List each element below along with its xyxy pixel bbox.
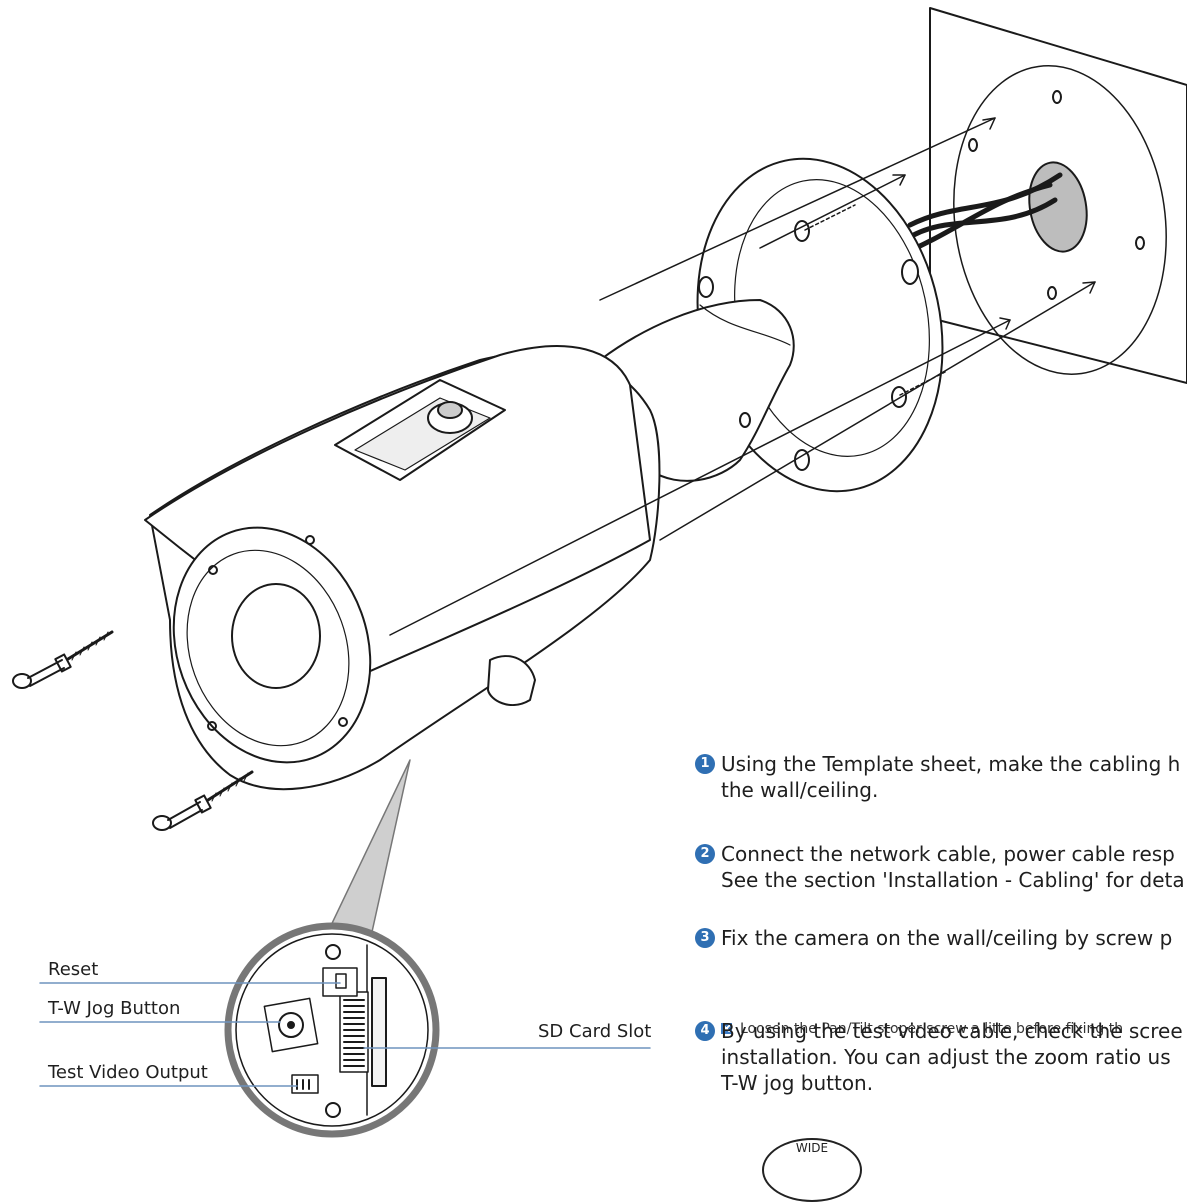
step-3: 3 Fix the camera on the wall/ceiling by … [695,925,1187,951]
wide-zoom-badge: WIDE [762,1138,862,1202]
step-4: 4 By using the test video cable, check t… [695,1018,1187,1096]
step-3-line-1: Fix the camera on the wall/ceiling by sc… [721,926,1173,950]
step-3-note: Loosen the Pan/Tilt stoper screw a litte… [721,1020,1187,1038]
step-1: 1 Using the Template sheet, make the cab… [695,751,1187,803]
step-4-line-2: installation. You can adjust the zoom ra… [721,1045,1171,1069]
step-2-line-2: See the section 'Installation - Cabling'… [721,868,1185,892]
step-4-line-3: T-W jog button. [721,1071,874,1095]
cables [897,172,1063,258]
screw-upper [12,630,114,689]
alignment-arrows [389,117,1096,636]
wide-label: WIDE [795,1141,829,1155]
callout-sd-card-slot-label: SD Card Slot [538,1021,652,1042]
detail-zoom-wedge [324,759,411,951]
step-1-line-1: Using the Template sheet, make the cabli… [721,752,1181,776]
numbered-circle-icon: 4 [695,1021,715,1041]
callout-jog-button-label: T-W Jog Button [48,998,181,1019]
screw-lower [152,770,254,831]
camera-installation-illustration [12,7,1187,1138]
numbered-circle-icon: 1 [695,754,715,774]
step-2: 2 Connect the network cable, power cable… [695,841,1187,893]
step-4-line-1: By using the test video cable, check the… [721,1019,1183,1043]
callout-test-video-output-label: Test Video Output [48,1062,208,1083]
step-1-line-2: the wall/ceiling. [721,778,879,802]
numbered-circle-icon: 3 [695,928,715,948]
wall-plate [929,7,1187,384]
numbered-circle-icon: 2 [695,844,715,864]
note-text: Loosen the Pan/Tilt stoper screw a litte… [740,1021,1124,1037]
callout-reset-label: Reset [48,959,99,980]
detail-circle [224,922,440,1138]
note-icon [721,1023,732,1034]
callout-leader-lines [39,982,651,1087]
camera-housing [144,345,661,791]
step-2-line-1: Connect the network cable, power cable r… [721,842,1175,866]
